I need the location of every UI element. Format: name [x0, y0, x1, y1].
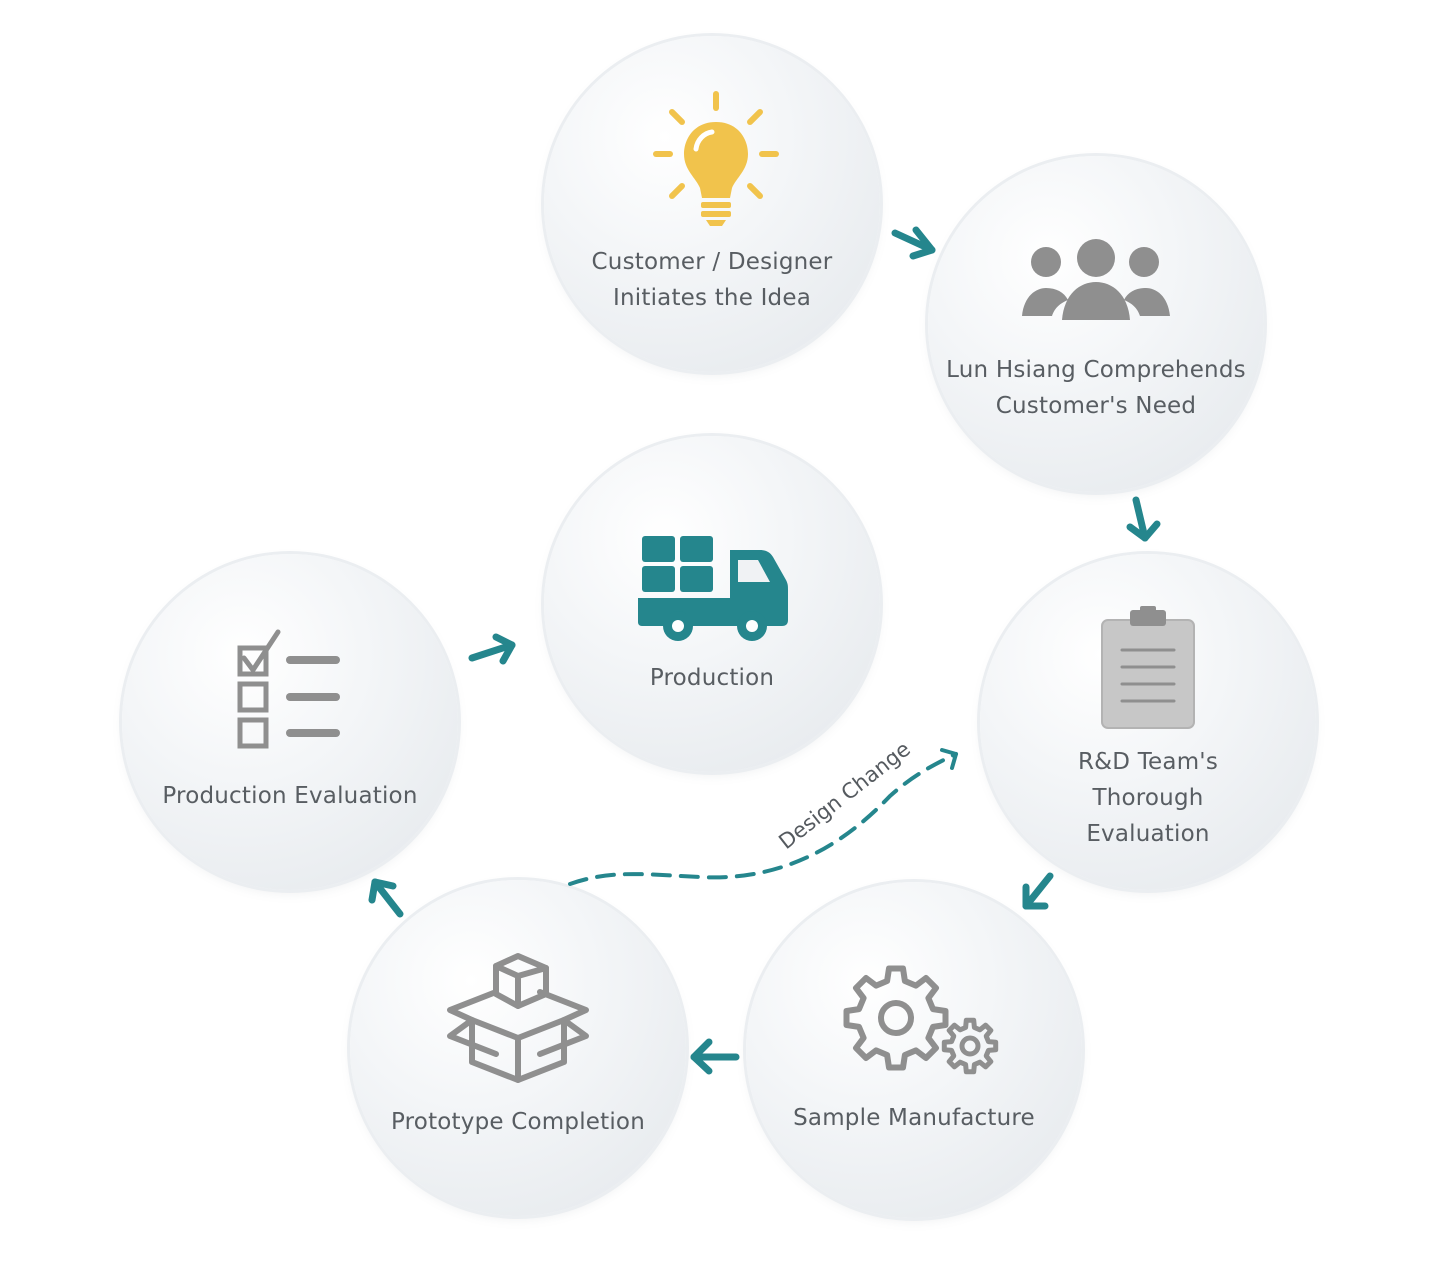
arrow-step1-to-step2 [891, 226, 936, 260]
clipboard-icon [1101, 606, 1195, 729]
arrow-step6-to-step7 [468, 633, 516, 665]
step-label: Lun Hsiang Comprehends Customer's Need [946, 357, 1246, 419]
step-prototype-completion: Prototype Completion [350, 880, 686, 1216]
step-label: Production Evaluation [162, 783, 418, 809]
step-label: Sample Manufacture [793, 1105, 1035, 1131]
arrow-step4-to-step5 [690, 1038, 740, 1075]
step-label: Production [649, 665, 775, 691]
step-rnd-evaluation: R&D Team's Thorough Evaluation [980, 554, 1316, 890]
step-production-evaluation: Production Evaluation [122, 554, 458, 890]
people-group-icon [1022, 239, 1170, 320]
gears-icon [843, 965, 999, 1075]
step-customer-designer: Customer / Designer Initiates the Idea [544, 36, 880, 372]
step-label: Prototype Completion [390, 1109, 645, 1135]
open-box-icon [447, 953, 589, 1083]
step-sample-manufacture: Sample Manufacture [746, 882, 1082, 1218]
step-comprehends-need: Lun Hsiang Comprehends Customer's Need [928, 156, 1264, 492]
checklist-icon [237, 629, 340, 749]
step-label: Customer / Designer Initiates the Idea [591, 249, 833, 311]
delivery-truck-icon [638, 536, 788, 641]
lightbulb-icon [653, 91, 779, 226]
step-label: R&D Team's Thorough Evaluation [1077, 749, 1219, 847]
step-production: Production [544, 436, 880, 772]
arrow-step2-to-step3 [1126, 496, 1161, 542]
